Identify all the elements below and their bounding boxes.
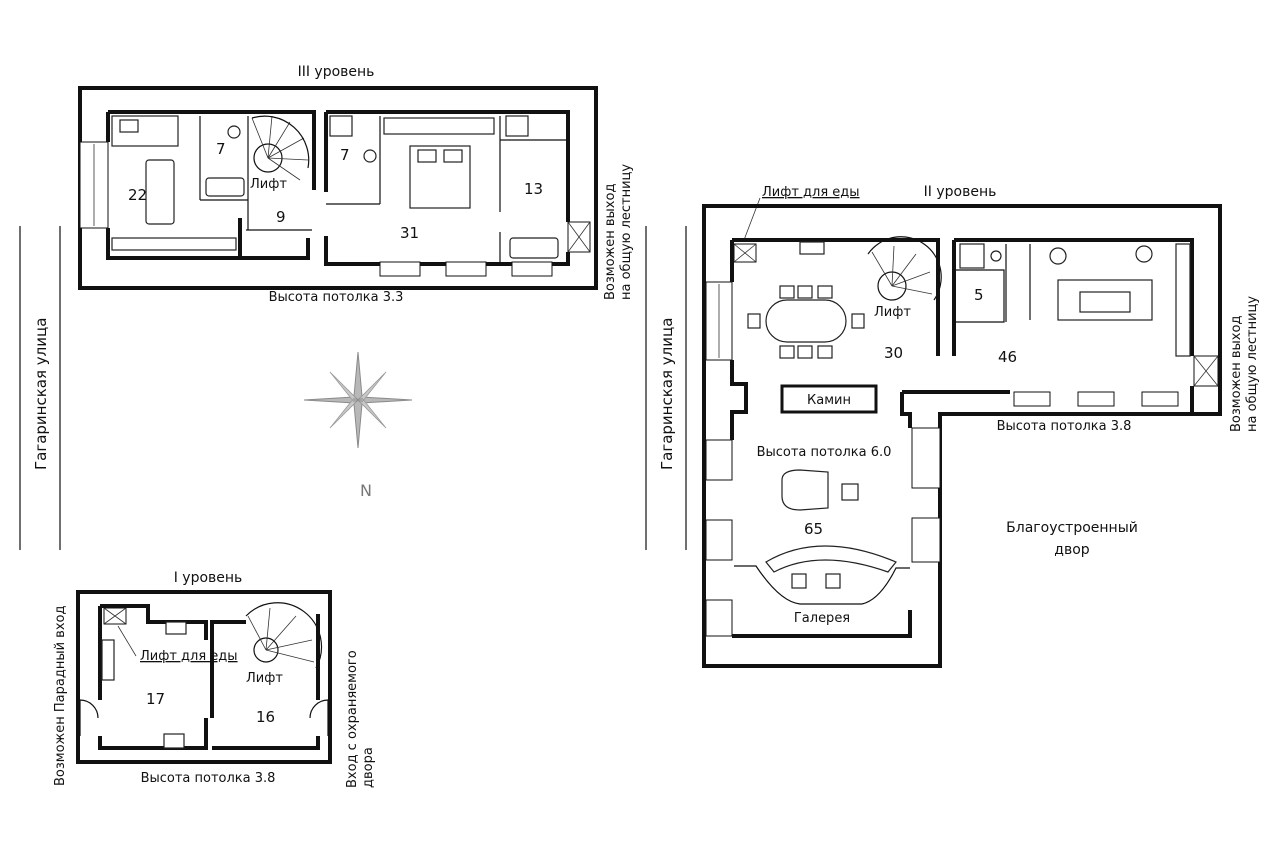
street-left: Гагаринская улица [19, 226, 61, 550]
level-3-window-2 [445, 261, 487, 277]
level-3-title: III уровень [298, 64, 375, 80]
level-2-stair-exit-note: Возможен выход на общую лестницу [1229, 296, 1260, 432]
level-2-window-e1 [911, 427, 941, 489]
level-2-title: II уровень [924, 184, 997, 200]
dining-chairs-icon [747, 285, 865, 359]
room-9: 9 [276, 208, 286, 226]
level-1-plan: I уровень Лифт для еды Лифт 17 16 Высота… [53, 570, 376, 788]
level-3-ceiling: Высота потолка 3.3 [269, 290, 404, 305]
level-1-inner-wall [98, 604, 320, 750]
level-2-inner-wall-main [730, 238, 940, 638]
lift-label-1: Лифт [246, 671, 283, 686]
level-2-ceiling-side: Высота потолка 3.8 [997, 419, 1132, 434]
level-2-window-e2 [911, 517, 941, 563]
level-2-plan: II уровень Лифт для еды [702, 184, 1260, 668]
svg-text:двора: двора [361, 747, 376, 788]
svg-text:Вход с охраняемого: Вход с охраняемого [345, 650, 360, 788]
counter-icon [101, 639, 115, 681]
main-entrance-note: Возможен Парадный вход [53, 606, 68, 786]
cooktop-icon [163, 733, 185, 749]
toilet-icon [227, 125, 241, 139]
room-7b: 7 [340, 146, 350, 164]
stove-icon-1 [165, 621, 187, 635]
wardrobe-icon [383, 117, 495, 135]
room-22: 22 [128, 186, 147, 204]
radiator-icon [111, 237, 237, 251]
lift-label-2: Лифт [874, 305, 911, 320]
gallery-label: Галерея [794, 611, 850, 626]
room-17: 17 [146, 690, 165, 708]
street-label-left: Гагаринская улица [32, 318, 50, 470]
level-3-window-3 [511, 261, 553, 277]
level-1-outer-wall [76, 590, 332, 764]
courtyard-line-2: двор [1054, 542, 1089, 558]
compass-north: N [360, 481, 372, 500]
level-2-window-s1 [1013, 391, 1051, 407]
spiral-stair-icon-2 [877, 271, 907, 301]
plant-icon [1049, 247, 1067, 265]
sink-icon-2 [505, 115, 529, 137]
street-right: Гагаринская улица [645, 226, 687, 550]
room-16: 16 [256, 708, 275, 726]
sofa-icon [145, 159, 175, 225]
level-2-partitions [956, 244, 1031, 323]
level-2-outer-wall [702, 204, 1222, 668]
level-2-window-w2 [705, 439, 733, 481]
room-30: 30 [884, 344, 903, 362]
main-entrance-door [79, 699, 99, 736]
curved-sofa-icon [765, 545, 897, 573]
yard-entrance-door [309, 699, 329, 736]
street-label-right: Гагаринская улица [658, 318, 676, 470]
level-2-window-s2 [1077, 391, 1115, 407]
spiral-stair-icon-1 [253, 637, 279, 663]
spiral-stair-icon [253, 143, 283, 173]
bathtub-icon-2 [509, 237, 559, 259]
food-lift-label-1: Лифт для еды [140, 649, 238, 664]
room-13: 13 [524, 180, 543, 198]
gallery-edge [734, 565, 910, 605]
level-1-title: I уровень [174, 570, 243, 586]
toilet-icon-2 [363, 149, 377, 163]
plant-icon-2 [1135, 245, 1153, 263]
yard-entrance-note: Вход с охраняемого двора [345, 650, 376, 788]
toilet-icon-3 [990, 250, 1002, 262]
level-3-window-1 [379, 261, 421, 277]
room-31: 31 [400, 224, 419, 242]
level-3-plan: III уровень 22 7 9 [78, 64, 634, 305]
level-2-window-w4 [705, 599, 733, 637]
stove-icon [799, 241, 825, 255]
svg-text:на общую лестницу: на общую лестницу [1245, 296, 1260, 432]
compass-rose-icon [303, 351, 413, 449]
room-5: 5 [974, 286, 984, 304]
room-46: 46 [998, 348, 1017, 366]
courtyard-line-1: Благоустроенный [1006, 520, 1138, 536]
svg-text:Возможен выход: Возможен выход [603, 184, 618, 300]
food-lift-label-2: Лифт для еды [762, 185, 860, 200]
level-2-window-s3 [1141, 391, 1179, 407]
room-7a: 7 [216, 140, 226, 158]
level-2-window-w3 [705, 519, 733, 561]
svg-text:на общую лестницу: на общую лестницу [619, 164, 634, 300]
svg-text:Возможен выход: Возможен выход [1229, 316, 1244, 432]
room-65: 65 [804, 520, 823, 538]
level-3-stair-exit-note: Возможен выход на общую лестницу [603, 164, 634, 300]
fireplace-label: Камин [807, 393, 851, 408]
sink-icon [329, 115, 353, 137]
level-2-ceiling-main: Высота потолка 6.0 [757, 445, 892, 460]
bathtub-icon [205, 177, 245, 197]
dining-table-icon [765, 299, 847, 343]
fireplace [780, 384, 878, 414]
piano-icon [781, 469, 829, 511]
level-1-ceiling: Высота потолка 3.8 [141, 771, 276, 786]
level-2-inner-wall-side [900, 238, 1194, 428]
chair-icon [841, 483, 859, 501]
level-3-partitions [199, 116, 566, 262]
lift-label-3: Лифт [250, 177, 287, 192]
shelf-icon [1175, 243, 1191, 357]
sink-icon-3 [959, 243, 985, 269]
level-3-inner-wall-left [106, 110, 316, 260]
